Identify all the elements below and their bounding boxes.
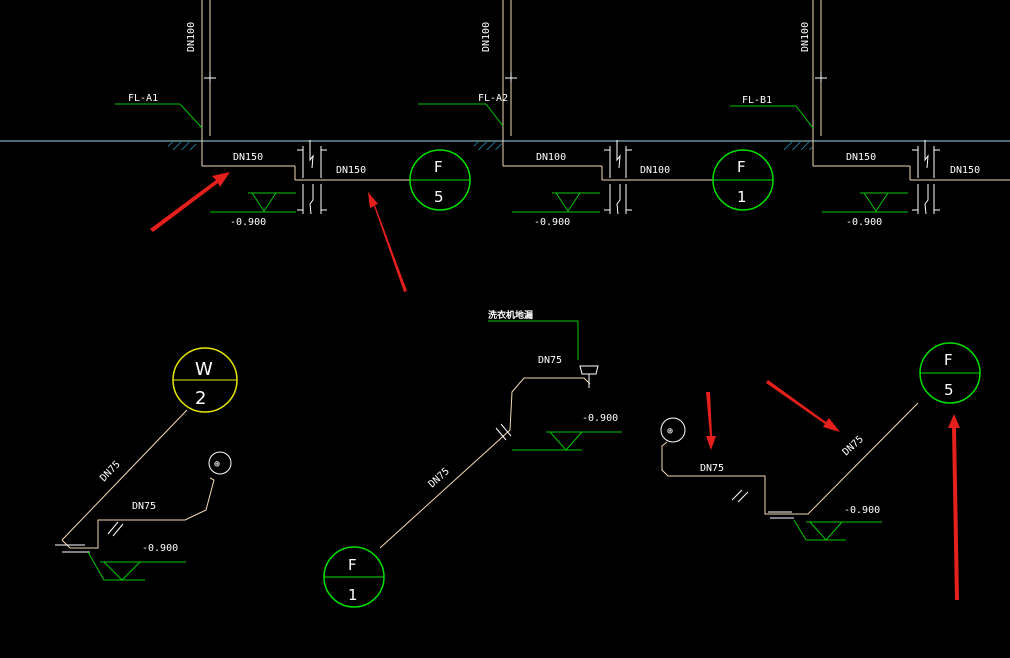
wall-penetration xyxy=(604,140,632,215)
pipe-size-label: DN75 xyxy=(700,463,724,474)
red-arrow-icon xyxy=(948,414,960,600)
annotation-arrows xyxy=(150,172,960,600)
level-label: -0.900 xyxy=(142,543,178,554)
red-arrow-icon xyxy=(150,172,230,232)
svg-text:5: 5 xyxy=(944,381,954,399)
circle-top: W xyxy=(195,359,213,380)
level-label: -0.900 xyxy=(846,217,882,228)
pipe-tag: FL-A2 xyxy=(478,93,508,104)
level-marker xyxy=(210,192,296,213)
pipe-size-label: DN100 xyxy=(640,165,670,176)
svg-text:F: F xyxy=(348,556,357,574)
isometric-middle: 洗衣机地漏 DN75 DN75 -0.900 F 1 xyxy=(323,309,622,608)
circle-bottom: 2 xyxy=(195,388,206,409)
riser-label: DN100 xyxy=(481,22,492,52)
pipe-size-label: DN75 xyxy=(841,434,866,458)
pipe-size-label: DN75 xyxy=(538,355,562,366)
section-fl-b1: DN100 FL-B1 DN150 DN150 -0.900 xyxy=(730,0,1010,228)
ground-hatch xyxy=(474,142,502,150)
level-marker xyxy=(512,431,622,451)
riser-label: DN100 xyxy=(800,22,811,52)
svg-text:F: F xyxy=(737,158,746,176)
pipe-tag: FL-A1 xyxy=(128,93,158,104)
svg-text:⊕: ⊕ xyxy=(667,426,673,437)
level-marker xyxy=(87,551,186,581)
fixture-note: 洗衣机地漏 xyxy=(488,309,533,321)
red-arrow-icon xyxy=(766,380,840,432)
section-circle: F 5 xyxy=(919,342,981,404)
pipe-size-label: DN150 xyxy=(336,165,366,176)
section-circle: F 1 xyxy=(323,546,385,608)
floor-drain-icon: ⊕ xyxy=(208,451,232,475)
level-label: -0.900 xyxy=(534,217,570,228)
pipe-size-label: DN150 xyxy=(950,165,980,176)
section-circle: F 5 xyxy=(409,149,471,211)
red-arrow-icon xyxy=(368,192,407,292)
level-marker xyxy=(512,192,600,213)
isometric-left: W 2 DN75 DN75 ⊕ -0.900 xyxy=(55,347,238,581)
level-label: -0.900 xyxy=(844,505,880,516)
svg-text:⊕: ⊕ xyxy=(214,459,220,470)
svg-text:1: 1 xyxy=(348,586,358,604)
level-marker xyxy=(793,519,882,541)
level-label: -0.900 xyxy=(230,217,266,228)
riser-label: DN100 xyxy=(186,22,197,52)
pipe-size-label: DN100 xyxy=(536,152,566,163)
pipe-size-label: DN150 xyxy=(233,152,263,163)
level-label: -0.900 xyxy=(582,413,618,424)
red-arrow-icon xyxy=(706,392,716,450)
svg-text:1: 1 xyxy=(737,188,747,206)
pipe-tag: FL-B1 xyxy=(742,95,772,106)
section-fl-a2: DN100 FL-A2 DN100 DN100 -0.900 F xyxy=(418,0,774,228)
level-marker xyxy=(822,192,908,213)
wall-penetration xyxy=(912,140,940,215)
pipe-size-label: DN75 xyxy=(132,501,156,512)
section-circle: F 1 xyxy=(712,149,774,211)
wall-penetration xyxy=(297,140,327,215)
svg-text:5: 5 xyxy=(434,188,444,206)
section-fl-a1: DN100 FL-A1 DN150 DN150 -0.900 xyxy=(115,0,471,228)
ground-hatch xyxy=(168,142,196,150)
svg-text:F: F xyxy=(944,351,953,369)
floor-drain-icon: ⊕ xyxy=(660,417,686,443)
ground-hatch xyxy=(784,142,812,150)
svg-text:F: F xyxy=(434,158,443,176)
pipe-size-label: DN150 xyxy=(846,152,876,163)
